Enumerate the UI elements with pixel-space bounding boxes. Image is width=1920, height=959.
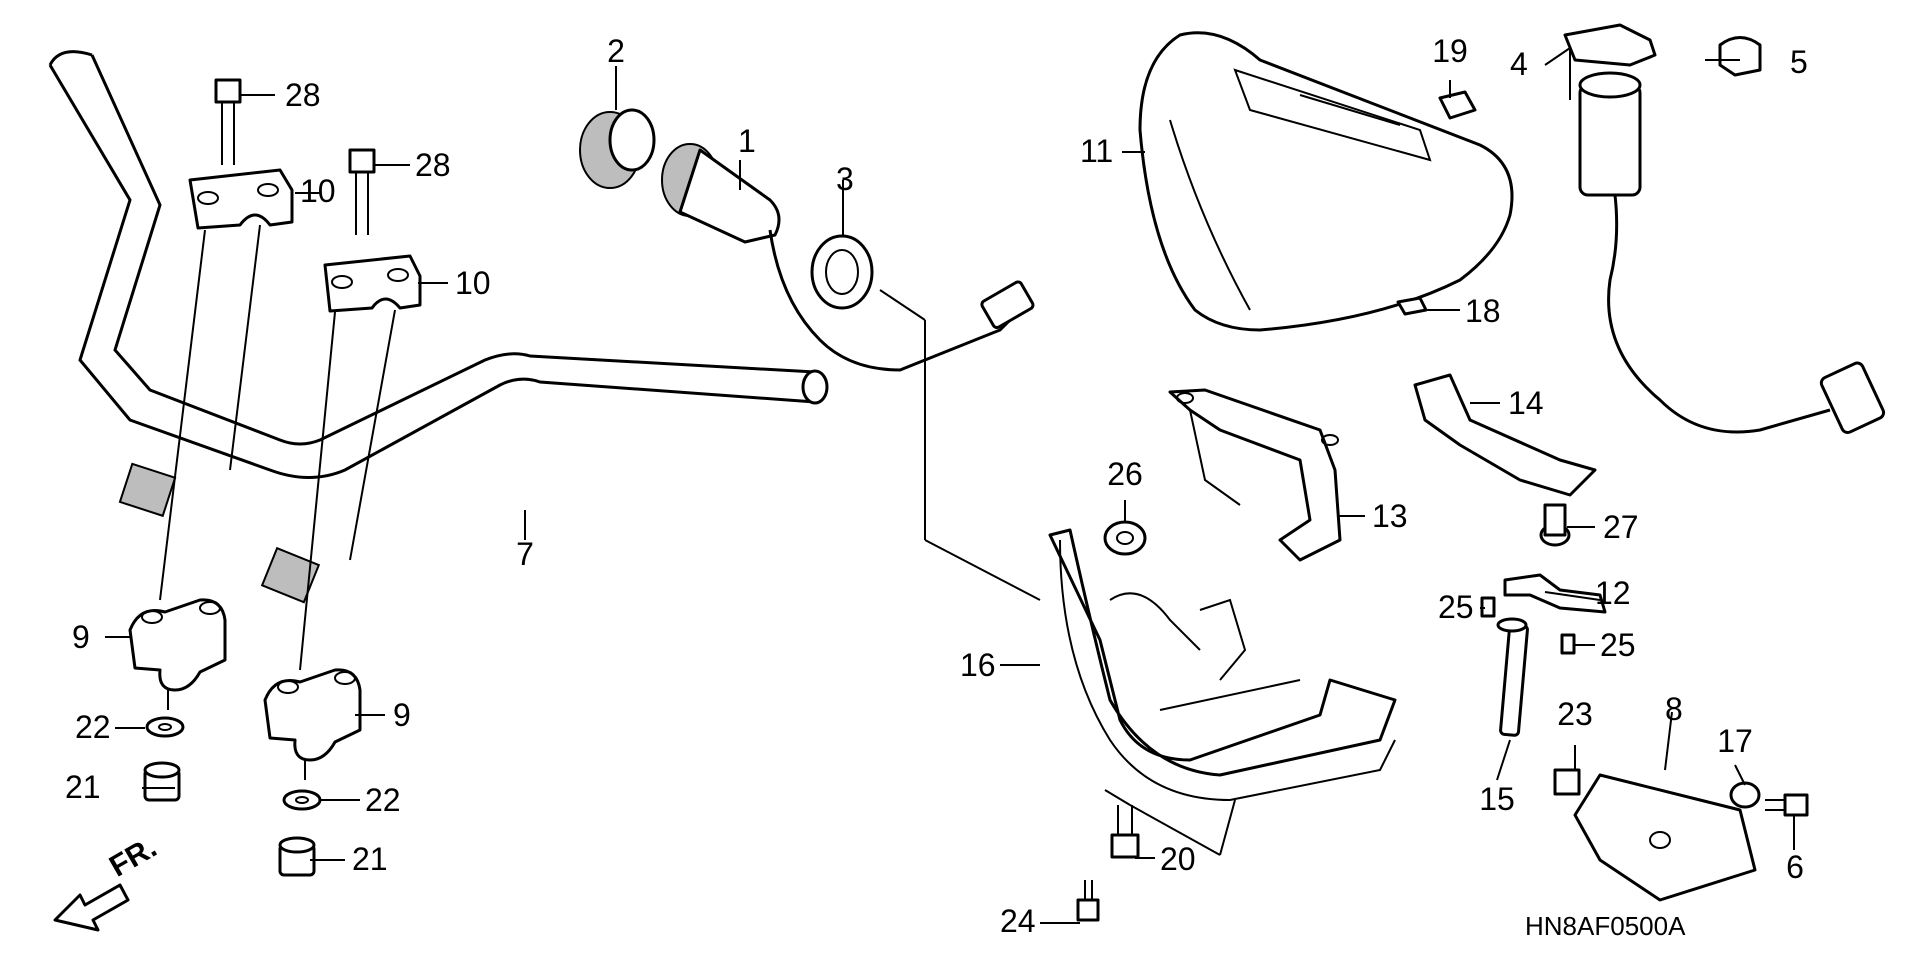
bracket-14	[1413, 373, 1597, 497]
washer-22-a	[145, 716, 185, 738]
knurl-left	[118, 462, 177, 518]
handlebar-cover-lower	[1048, 528, 1397, 802]
callout-21-b: 21	[352, 841, 388, 877]
pin-15	[1496, 617, 1529, 737]
callout-18: 18	[1465, 293, 1501, 329]
callout-14: 14	[1508, 385, 1544, 421]
callout-3: 3	[836, 161, 854, 197]
handlebar-holder-upper-2	[323, 254, 422, 313]
callout-2: 2	[607, 33, 625, 69]
handlebar-holder-upper-1	[188, 168, 294, 230]
switch-housing-1	[661, 143, 1035, 372]
callout-15: 15	[1479, 781, 1515, 817]
handlebar-holder-lower-2	[263, 668, 362, 780]
socket-assembly-4	[1563, 23, 1886, 435]
bolt-27	[1539, 503, 1571, 547]
callout-labels: 1 2 3 4 5 6 7 8 9 9 10 10 11 12 13 14 15…	[65, 33, 1808, 939]
callout-25-b: 25	[1600, 627, 1636, 663]
callout-22-a: 22	[75, 709, 111, 745]
callout-27: 27	[1603, 509, 1639, 545]
callout-22-b: 22	[365, 782, 401, 818]
callout-23: 23	[1557, 696, 1593, 732]
holder-guide-lines	[159, 224, 396, 671]
callout-4: 4	[1510, 46, 1528, 82]
handlebar-holder-lower-1	[128, 598, 227, 710]
callout-10-b: 10	[455, 265, 491, 301]
nut-21-a	[143, 761, 181, 802]
callout-12: 12	[1595, 575, 1631, 611]
callout-20: 20	[1160, 841, 1196, 877]
callout-17: 17	[1717, 723, 1753, 759]
callout-19: 19	[1432, 33, 1468, 69]
callout-25-a: 25	[1438, 589, 1474, 625]
cap-5	[1718, 36, 1762, 77]
switch-guide-lines	[879, 289, 1041, 601]
callout-24: 24	[1000, 903, 1036, 939]
callout-11: 11	[1080, 133, 1113, 169]
cover-stay-13	[1168, 388, 1342, 562]
callout-9-a: 9	[72, 619, 90, 655]
callout-21-a: 21	[65, 769, 101, 805]
nut-3	[810, 234, 874, 310]
screw-25-b	[1560, 633, 1576, 655]
callout-1: 1	[738, 123, 756, 159]
nut-26	[1103, 520, 1147, 556]
callout-26: 26	[1107, 456, 1143, 492]
clip-18	[1396, 296, 1428, 316]
grommet-17	[1729, 781, 1761, 809]
callout-16: 16	[960, 647, 996, 683]
callout-13: 13	[1372, 498, 1408, 534]
handlebar-cover-upper	[1138, 31, 1514, 332]
callout-6: 6	[1786, 849, 1804, 885]
callout-5: 5	[1790, 44, 1808, 80]
screw-6	[1765, 793, 1809, 817]
callout-10-a: 10	[300, 173, 336, 209]
handlebar	[48, 50, 829, 604]
callout-7: 7	[516, 536, 534, 572]
bolt-20	[1110, 805, 1140, 859]
screw-24	[1076, 880, 1100, 922]
callout-8: 8	[1665, 691, 1683, 727]
leader-lines	[105, 47, 1795, 924]
knurl-right	[260, 546, 321, 604]
front-direction-arrow: FR.	[53, 831, 162, 932]
bolt-28-b	[348, 148, 376, 235]
callout-28-b: 28	[415, 147, 451, 183]
nut-21-b	[278, 836, 316, 877]
bolt-28-a	[214, 78, 242, 165]
lower-guide-lines	[1104, 789, 1236, 856]
clip-19	[1438, 90, 1477, 120]
grip-ring-2	[579, 108, 656, 189]
nut-23	[1553, 768, 1581, 796]
diagram-code: HN8AF0500A	[1525, 911, 1686, 941]
washer-22-b	[282, 789, 322, 811]
callout-9-b: 9	[393, 697, 411, 733]
plate-8	[1573, 773, 1757, 902]
front-direction-label: FR.	[104, 831, 162, 884]
callout-28-a: 28	[285, 77, 321, 113]
